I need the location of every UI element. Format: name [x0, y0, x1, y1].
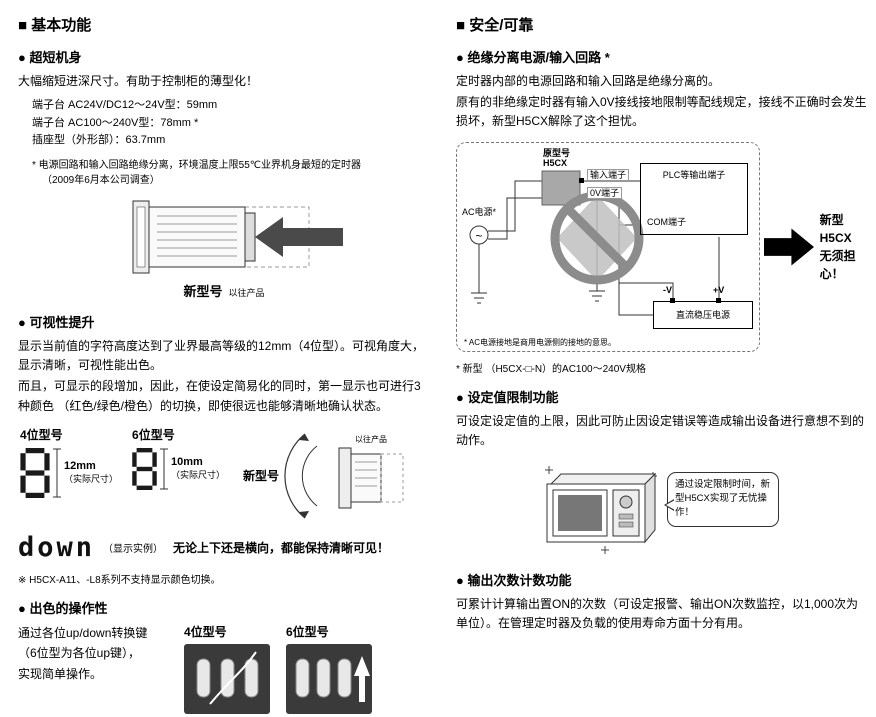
- note-line-2: （2009年6月本公司调查）: [42, 174, 160, 186]
- seven-segment-down-text: down: [18, 531, 96, 563]
- note-line-1: * 电源回路和输入回路绝缘分离，环境温度上限55℃业界机身最短的定时器: [32, 159, 362, 171]
- label-dc-supply: 直流稳压电源: [675, 310, 730, 321]
- compact-body-intro: 大幅缩短进深尺寸。有助于控制柜的薄型化！: [18, 74, 259, 88]
- set-limit-body: 可设定设定值的上限，因此可防止因设定错误等造成输出设备进行意想不到的动作。: [456, 413, 865, 447]
- measure-bracket-icon: [160, 448, 169, 490]
- label-minus-v: -V: [663, 284, 672, 295]
- callout-line-2: 无须担心！: [819, 248, 856, 281]
- label-plus-v: +V: [713, 284, 725, 295]
- catalog-page: ■ 基本功能 ● 超短机身 大幅缩短进深尺寸。有助于控制柜的薄型化！ 端子台 A…: [18, 12, 868, 714]
- feature-title-set-limit: ● 设定值限制功能: [456, 389, 559, 405]
- right-column: ■ 安全/可靠 ● 绝缘分离电源/输入回路 * 定时器内部的电源回路和输入回路是…: [456, 12, 868, 683]
- plc-output-box: PLC等输出端子 COM端子: [640, 162, 748, 235]
- label-old-product: 以往产品: [228, 287, 265, 298]
- dc-power-supply-box: 直流稳压电源: [653, 300, 753, 329]
- diagram-note: * AC电源接地是商用电源侧的接地的意思。: [464, 337, 617, 347]
- label-4-digit-model: 4位型号: [184, 624, 227, 639]
- visibility-para-2: 而且，可显示的段增加，因此，在使设定简易化的同时，第一显示也可进行3种颜色 （红…: [18, 379, 421, 413]
- visibility-footnote: ※ H5CX-A11、-L8系列不支持显示颜色切换。: [18, 574, 221, 586]
- up-down-keys-image: [184, 643, 270, 714]
- isolation-footnote: * 新型 （H5CX-□-N）的AC100～240V规格: [456, 363, 646, 375]
- appliance-drawing: [545, 465, 657, 554]
- operability-line-1: 通过各位up/down转换键: [18, 625, 148, 640]
- depth-spec-list: 端子台 AC24V/DC12～24V型：59mm 端子台 AC100～240V型…: [32, 97, 430, 150]
- label-input-terminal: 输入端子: [587, 168, 630, 182]
- actual-size-caption: （实际尺寸）: [171, 469, 226, 480]
- figure-down-display: down （显示实例） 无论上下还是横向，都能保持清晰可见！: [18, 532, 430, 563]
- digit-height-10mm: 10mm: [171, 456, 203, 469]
- keys-block-4-digit: 4位型号: [184, 623, 270, 717]
- big-right-arrow-icon: [764, 228, 814, 266]
- actual-size-caption: （实际尺寸）: [64, 473, 119, 484]
- isolation-para-1: 定时器内部的电源回路和输入回路是绝缘分离的。: [456, 74, 721, 88]
- figure-timer-depth: 新型号 以往产品: [94, 194, 354, 300]
- ac-wave-symbol: ~: [475, 229, 482, 243]
- feature-title-output-counter: ● 输出次数计数功能: [456, 572, 572, 588]
- output-counter-body: 可累计计算输出置ON的次数（可设定报警、输出ON次数监控，以1,000次为单位）…: [456, 596, 859, 631]
- depth-reduction-arrow-icon: [255, 216, 343, 257]
- figure-set-limit: 通过设定限制时间，新型H5CX实现了无忧操作！: [537, 460, 787, 558]
- timer-side-view-drawing: [132, 200, 343, 274]
- display-example-caption: （显示实例）: [103, 543, 164, 555]
- feature-title-operability: ● 出色的操作性: [18, 600, 108, 616]
- label-6-digit-model: 6位型号: [286, 624, 329, 639]
- figure-digit-height: 4位型号: [20, 426, 430, 522]
- digit-block-6: 6位型号: [132, 426, 225, 490]
- digit-block-4: 4位型号: [20, 426, 118, 498]
- operability-line-2: （6位型为各位up键），: [18, 646, 141, 661]
- label-new-model: 新型号: [243, 468, 279, 483]
- compact-body-note: * 电源回路和输入回路绝缘分离，环境温度上限55℃业界机身最短的定时器 （200…: [32, 158, 430, 188]
- up-keys-image: [286, 643, 372, 714]
- feature-title-compact-body: ● 超短机身: [18, 50, 82, 65]
- visibility-para-1: 显示当前值的字符高度达到了业界最高等级的12mm（4位型）。可视角度大，显示清晰…: [18, 338, 425, 373]
- no-worry-callout: 新型H5CX 无须担心！: [820, 211, 868, 283]
- operability-line-3: 实现简单操作。: [18, 666, 103, 681]
- wiring-diagram-drawing: ~: [469, 170, 721, 316]
- section-heading-basic-functions: ■ 基本功能: [18, 17, 92, 34]
- label-new-model: 新型号: [183, 283, 223, 299]
- seven-segment-8-icon: [20, 447, 50, 498]
- spec-line-socket: 插座型（外形部）：63.7mm: [32, 134, 166, 147]
- operability-text: 通过各位up/down转换键 （6位型为各位up键）， 实现简单操作。: [18, 623, 168, 684]
- old-model-line-1: 原型号: [543, 147, 571, 158]
- label-6-digit-model: 6位型号: [132, 427, 175, 442]
- feature-title-isolation: ● 绝缘分离电源/输入回路 *: [456, 50, 610, 65]
- label-old-product: 以往产品: [355, 434, 387, 444]
- figure-wiring-diagram: ~ AC电源* 原型号 H5CX: [456, 141, 868, 352]
- keys-block-6-digit: 6位型号: [286, 623, 372, 717]
- spec-line-terminal-dc: 端子台 AC24V/DC12～24V型：59mm: [32, 99, 218, 112]
- label-com-terminal: COM端子: [647, 216, 686, 227]
- spec-line-terminal-ac: 端子台 AC100～240V型：78mm *: [32, 116, 199, 129]
- seven-segment-8-icon: [132, 447, 157, 490]
- measure-bracket-icon: [53, 448, 61, 498]
- label-old-model-name: 原型号 H5CX: [543, 148, 570, 170]
- up-arrow-icon: [354, 655, 370, 702]
- viewing-angle-drawing: 新型号 以往产品: [243, 433, 404, 519]
- readability-note: 无论上下还是横向，都能保持清晰可见！: [173, 540, 390, 555]
- label-ac-source: AC电源*: [462, 206, 497, 217]
- figure-operability: 通过各位up/down转换键 （6位型为各位up键）， 实现简单操作。 4位型号…: [18, 623, 430, 717]
- wiring-diagram-box: ~ AC电源* 原型号 H5CX: [456, 141, 760, 352]
- label-plc-output: PLC等输出端子: [662, 169, 726, 180]
- left-column: ■ 基本功能 ● 超短机身 大幅缩短进深尺寸。有助于控制柜的薄型化！ 端子台 A…: [18, 12, 430, 714]
- speech-bubble: 通过设定限制时间，新型H5CX实现了无忧操作！: [664, 471, 779, 527]
- figure-timer-depth-labels: 新型号 以往产品: [94, 281, 354, 300]
- label-4-digit-model: 4位型号: [20, 427, 63, 442]
- label-0v-terminal: 0V端子: [587, 186, 623, 200]
- feature-title-visibility: ● 可视性提升: [18, 314, 95, 330]
- digit-height-12mm: 12mm: [64, 460, 96, 473]
- callout-line-1: 新型H5CX: [819, 212, 852, 245]
- section-heading-safety: ■ 安全/可靠: [456, 17, 534, 34]
- old-model-line-2: H5CX: [543, 158, 568, 169]
- isolation-para-2: 原有的非绝缘定时器有输入0V接线接地限制等配线规定，接线不正确时会发生损坏，新型…: [456, 95, 867, 129]
